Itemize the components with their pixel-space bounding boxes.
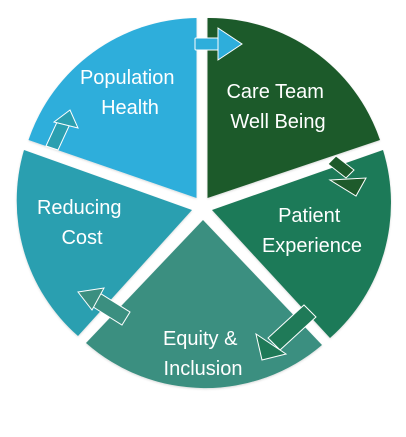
arrow-cost-to-population-icon bbox=[45, 109, 79, 151]
arrow-patient-to-equity-icon bbox=[255, 304, 317, 361]
segment-care-team-well-being bbox=[207, 17, 380, 198]
label-patient-experience: Patient Experience bbox=[262, 205, 362, 257]
arrow-care-to-patient-icon bbox=[327, 155, 367, 197]
arrow-equity-to-cost-icon bbox=[77, 287, 131, 326]
label-equity-inclusion: Equity & Inclusion bbox=[163, 328, 243, 380]
label-care-team-well-being: Care Team Well Being bbox=[226, 81, 329, 133]
label-reducing-cost: Reducing Cost bbox=[37, 197, 127, 249]
segment-reducing-cost bbox=[16, 150, 193, 336]
label-population-health: Population Health bbox=[80, 67, 180, 119]
segment-population-health bbox=[28, 18, 197, 198]
segment-patient-experience bbox=[212, 150, 391, 338]
arrow-population-to-care-icon bbox=[194, 27, 243, 61]
